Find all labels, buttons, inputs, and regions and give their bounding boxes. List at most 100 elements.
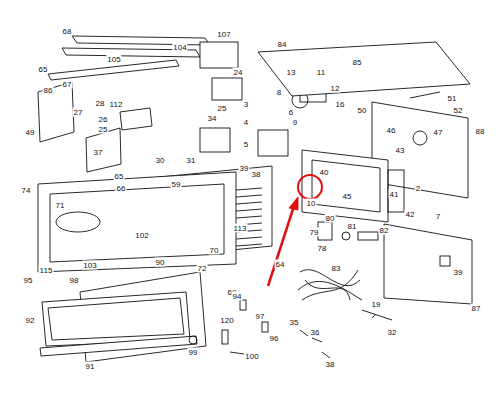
callout-number: 88 <box>475 127 486 136</box>
callout-number: 112 <box>109 100 124 109</box>
callout-number: 35 <box>289 318 300 327</box>
part <box>258 130 288 156</box>
callout-number: 31 <box>186 156 197 165</box>
callout-number: 25 <box>217 104 228 113</box>
side-panel <box>38 82 74 142</box>
switch <box>388 170 404 212</box>
callout-number: 91 <box>85 362 96 371</box>
callout-number: 105 <box>106 55 121 64</box>
callout-number: 7 <box>435 212 441 221</box>
callout-number: 49 <box>25 128 36 137</box>
callout-number: 115 <box>39 266 54 275</box>
callout-number: 12 <box>330 84 341 93</box>
callout-number: 102 <box>134 231 149 240</box>
callout-number: 104 <box>172 43 187 52</box>
callout-number: 6 <box>288 108 294 117</box>
callout-number: 42 <box>405 210 416 219</box>
magnetron <box>212 78 242 100</box>
callout-number: 30 <box>155 156 166 165</box>
callout-number: 40 <box>319 168 330 177</box>
callout-number: 5 <box>243 140 249 149</box>
callout-number: 8 <box>276 88 282 97</box>
callout-number: 24 <box>233 68 244 77</box>
vent <box>440 256 450 266</box>
side-panel <box>384 224 472 304</box>
callout-number: 28 <box>95 99 106 108</box>
callout-number: 16 <box>335 100 346 109</box>
callout-number: 11 <box>316 68 326 77</box>
callout-number: 46 <box>386 126 397 135</box>
hinge <box>222 330 228 344</box>
callout-number: 64 <box>275 260 286 269</box>
callout-number: 92 <box>25 316 36 325</box>
callout-number: 83 <box>331 264 342 273</box>
callout-number: 98 <box>69 276 80 285</box>
callout-number: 99 <box>188 348 199 357</box>
callout-number: 87 <box>471 304 482 313</box>
control-board <box>302 150 388 222</box>
cord <box>410 92 440 98</box>
callout-number: 2 <box>415 184 421 193</box>
part <box>358 232 378 240</box>
callout-number: 80 <box>325 214 336 223</box>
top-cover <box>258 42 470 96</box>
callout-number: 38 <box>251 170 262 179</box>
callout-number: 85 <box>352 58 363 67</box>
front-frame <box>50 184 224 262</box>
callout-number: 37 <box>93 148 104 157</box>
callout-number: 74 <box>21 186 32 195</box>
callout-number: 26 <box>98 115 109 124</box>
callout-number: 39 <box>239 164 250 173</box>
callout-number: 9 <box>292 118 298 127</box>
screw <box>189 336 197 344</box>
part <box>200 128 230 152</box>
callout-number: 107 <box>216 30 231 39</box>
switch <box>318 222 332 240</box>
callout-number: 52 <box>453 106 464 115</box>
part <box>240 300 246 310</box>
callout-number: 43 <box>395 146 406 155</box>
bracket <box>86 128 121 172</box>
callout-number: 32 <box>387 328 398 337</box>
callout-number: 67 <box>62 80 73 89</box>
callout-number: 66 <box>116 184 127 193</box>
door-bar <box>40 336 197 356</box>
callout-number: 90 <box>155 258 166 267</box>
callout-number: 4 <box>243 118 249 127</box>
callout-number: 19 <box>371 300 382 309</box>
bracket <box>120 108 152 130</box>
callout-number: 34 <box>207 114 218 123</box>
callout-number: 65 <box>114 172 125 181</box>
callout-number: 95 <box>23 276 34 285</box>
callout-number: 39 <box>453 268 464 277</box>
callout-number: 103 <box>82 261 97 270</box>
callout-number: 59 <box>171 180 182 189</box>
wire-harness <box>298 270 362 300</box>
part <box>262 322 268 332</box>
callout-number: 120 <box>219 316 234 325</box>
callout-number: 3 <box>243 100 249 109</box>
callout-number: 96 <box>269 334 280 343</box>
highlight-arrowhead <box>289 197 298 210</box>
callout-number: 70 <box>209 246 220 255</box>
callout-number: 71 <box>55 201 66 210</box>
callout-number: 81 <box>347 222 358 231</box>
callout-number: 86 <box>43 86 54 95</box>
callout-number: 38 <box>325 360 336 369</box>
callout-number: 10 <box>306 199 317 208</box>
callout-number: 65 <box>38 65 49 74</box>
top-strip <box>72 36 210 45</box>
callout-number: 113 <box>233 224 248 233</box>
door-window <box>48 298 184 340</box>
highlight-circle <box>298 175 322 199</box>
transformer <box>200 42 238 68</box>
wire <box>362 310 392 320</box>
callout-number: 68 <box>62 27 73 36</box>
callout-number: 72 <box>197 264 208 273</box>
callout-number: 50 <box>357 106 368 115</box>
highlight-arrow <box>268 206 294 286</box>
callout-number: 27 <box>73 108 84 117</box>
callout-number: 79 <box>309 228 320 237</box>
